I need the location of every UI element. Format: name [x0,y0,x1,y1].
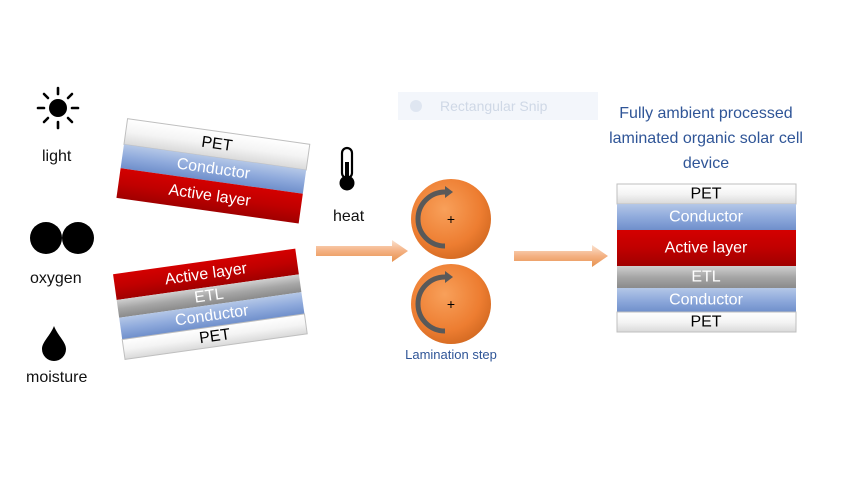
final-active-label: Active layer [665,240,748,257]
bottom-stack-etl [116,274,302,318]
arrow-to-rollers [316,240,408,262]
final-conductor-bottom-label: Conductor [669,292,743,309]
top-stack-conductor [120,144,307,194]
arrow-to-device [514,245,608,267]
bottom-roller: + [411,264,491,344]
ghost-snip-text: Rectangular Snip [440,98,548,114]
final-conductor-top-label: Conductor [669,209,743,226]
final-etl [617,266,796,288]
final-pet-top-label: PET [690,186,721,203]
title-line-1: Fully ambient processed [619,105,792,122]
oxygen-molecule-icon [30,222,94,254]
title-line-3: device [683,155,729,172]
lamination-step-label: Lamination step [405,347,497,362]
rotation-arrow-icon [415,274,446,334]
final-active [617,230,796,266]
final-etl-label: ETL [691,269,720,286]
oxygen-label: oxygen [30,270,82,287]
top-stack-pet-label: PET [200,134,233,155]
bottom-roller-plus: + [447,296,455,312]
top-roller: + [411,179,491,259]
moisture-label: moisture [26,369,87,386]
ghost-snip-overlay: Rectangular Snip [398,92,598,120]
bottom-stack-pet-label: PET [198,326,231,347]
sun-icon [36,86,80,130]
final-conductor-bottom [617,288,796,312]
light-label: light [42,148,72,165]
top-tilted-stack: PET Conductor Active layer [116,118,311,224]
bottom-stack-etl-label: ETL [193,286,225,307]
final-pet-bottom-label: PET [690,314,721,331]
thermometer-icon [339,146,355,191]
final-pet-bottom [616,311,797,333]
bottom-stack-conductor [119,292,305,340]
heat-label: heat [333,208,365,225]
bottom-stack-pet [121,313,308,360]
bottom-stack-active [113,248,299,300]
top-stack-pet [123,118,311,171]
title-line-2: laminated organic solar cell [609,130,803,147]
bottom-tilted-stack: Active layer ETL Conductor PET [113,248,308,360]
final-conductor-top [617,204,796,230]
top-roller-plus: + [447,211,455,227]
top-stack-active [116,168,303,224]
water-drop-icon [42,326,66,361]
final-device-stack: PET Conductor Active layer ETL Conductor… [616,183,797,333]
rotation-arrow-icon [415,189,446,249]
